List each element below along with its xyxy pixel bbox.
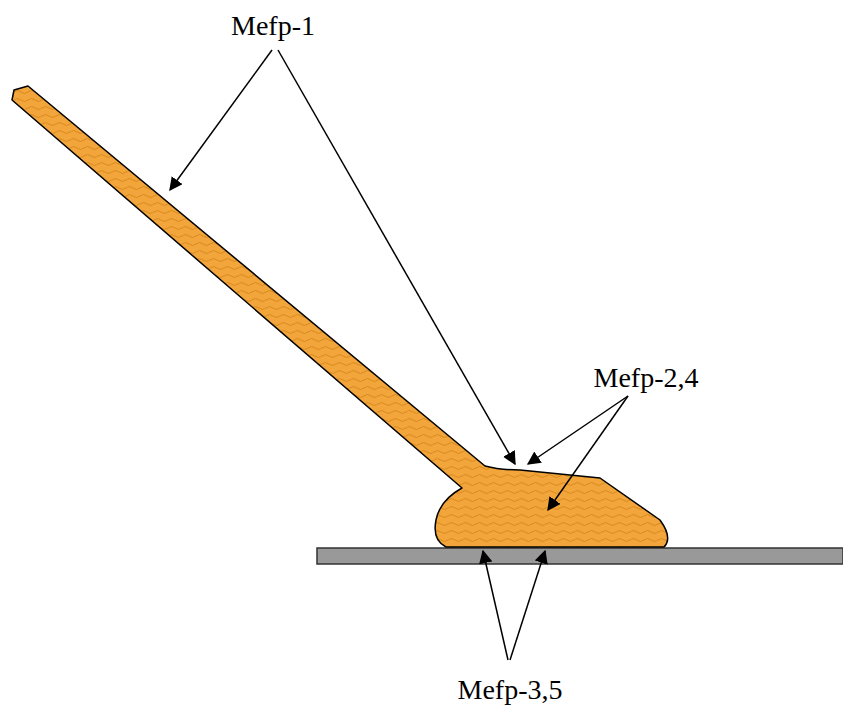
protein-label: Mefp-3,5 — [458, 676, 563, 704]
byssal-thread-and-plaque — [12, 86, 668, 547]
leader-lines — [170, 50, 628, 660]
substrate — [317, 548, 843, 564]
protein-label: Mefp-2,4 — [594, 364, 699, 392]
protein-label: Mefp-1 — [231, 12, 315, 40]
